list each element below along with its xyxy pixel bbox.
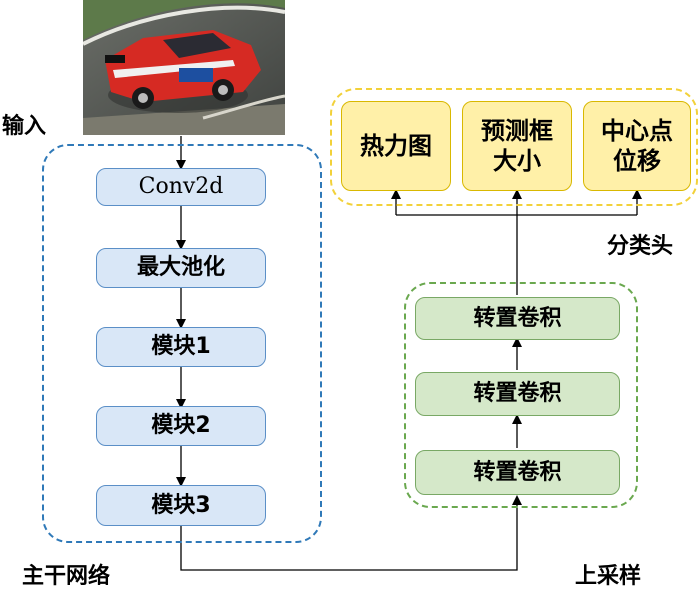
head-box-size-line1: 预测框 xyxy=(481,117,553,145)
rally-car-illustration xyxy=(83,0,285,135)
head-heatmap-line1: 热力图 xyxy=(360,132,432,160)
head-box-size-line2: 大小 xyxy=(493,147,541,175)
head-center-offset-line2: 位移 xyxy=(613,147,661,175)
input-image xyxy=(83,0,285,135)
head-center-offset: 中心点 位移 xyxy=(583,101,691,191)
block-transpose-conv-3: 转置卷积 xyxy=(415,297,620,340)
block-maxpool: 最大池化 xyxy=(96,248,266,288)
block-conv2d: Conv2d xyxy=(96,168,266,206)
head-group xyxy=(330,88,698,206)
upsample-label: 上采样 xyxy=(575,564,642,589)
block-module-3: 模块3 xyxy=(96,485,266,526)
upsample-group xyxy=(404,282,638,508)
block-transpose-conv-2: 转置卷积 xyxy=(415,372,620,416)
head-center-offset-line1: 中心点 xyxy=(601,117,673,145)
backbone-group xyxy=(42,144,322,543)
backbone-label: 主干网络 xyxy=(22,564,111,589)
block-module-2: 模块2 xyxy=(96,406,266,446)
head-label: 分类头 xyxy=(607,234,674,259)
arrow-backbone-to-upsample xyxy=(180,495,522,571)
head-box-size: 预测框 大小 xyxy=(462,101,572,191)
input-label: 输入 xyxy=(2,114,47,139)
block-transpose-conv-1: 转置卷积 xyxy=(415,450,620,495)
head-heatmap: 热力图 xyxy=(341,101,451,191)
block-module-1: 模块1 xyxy=(96,327,266,367)
